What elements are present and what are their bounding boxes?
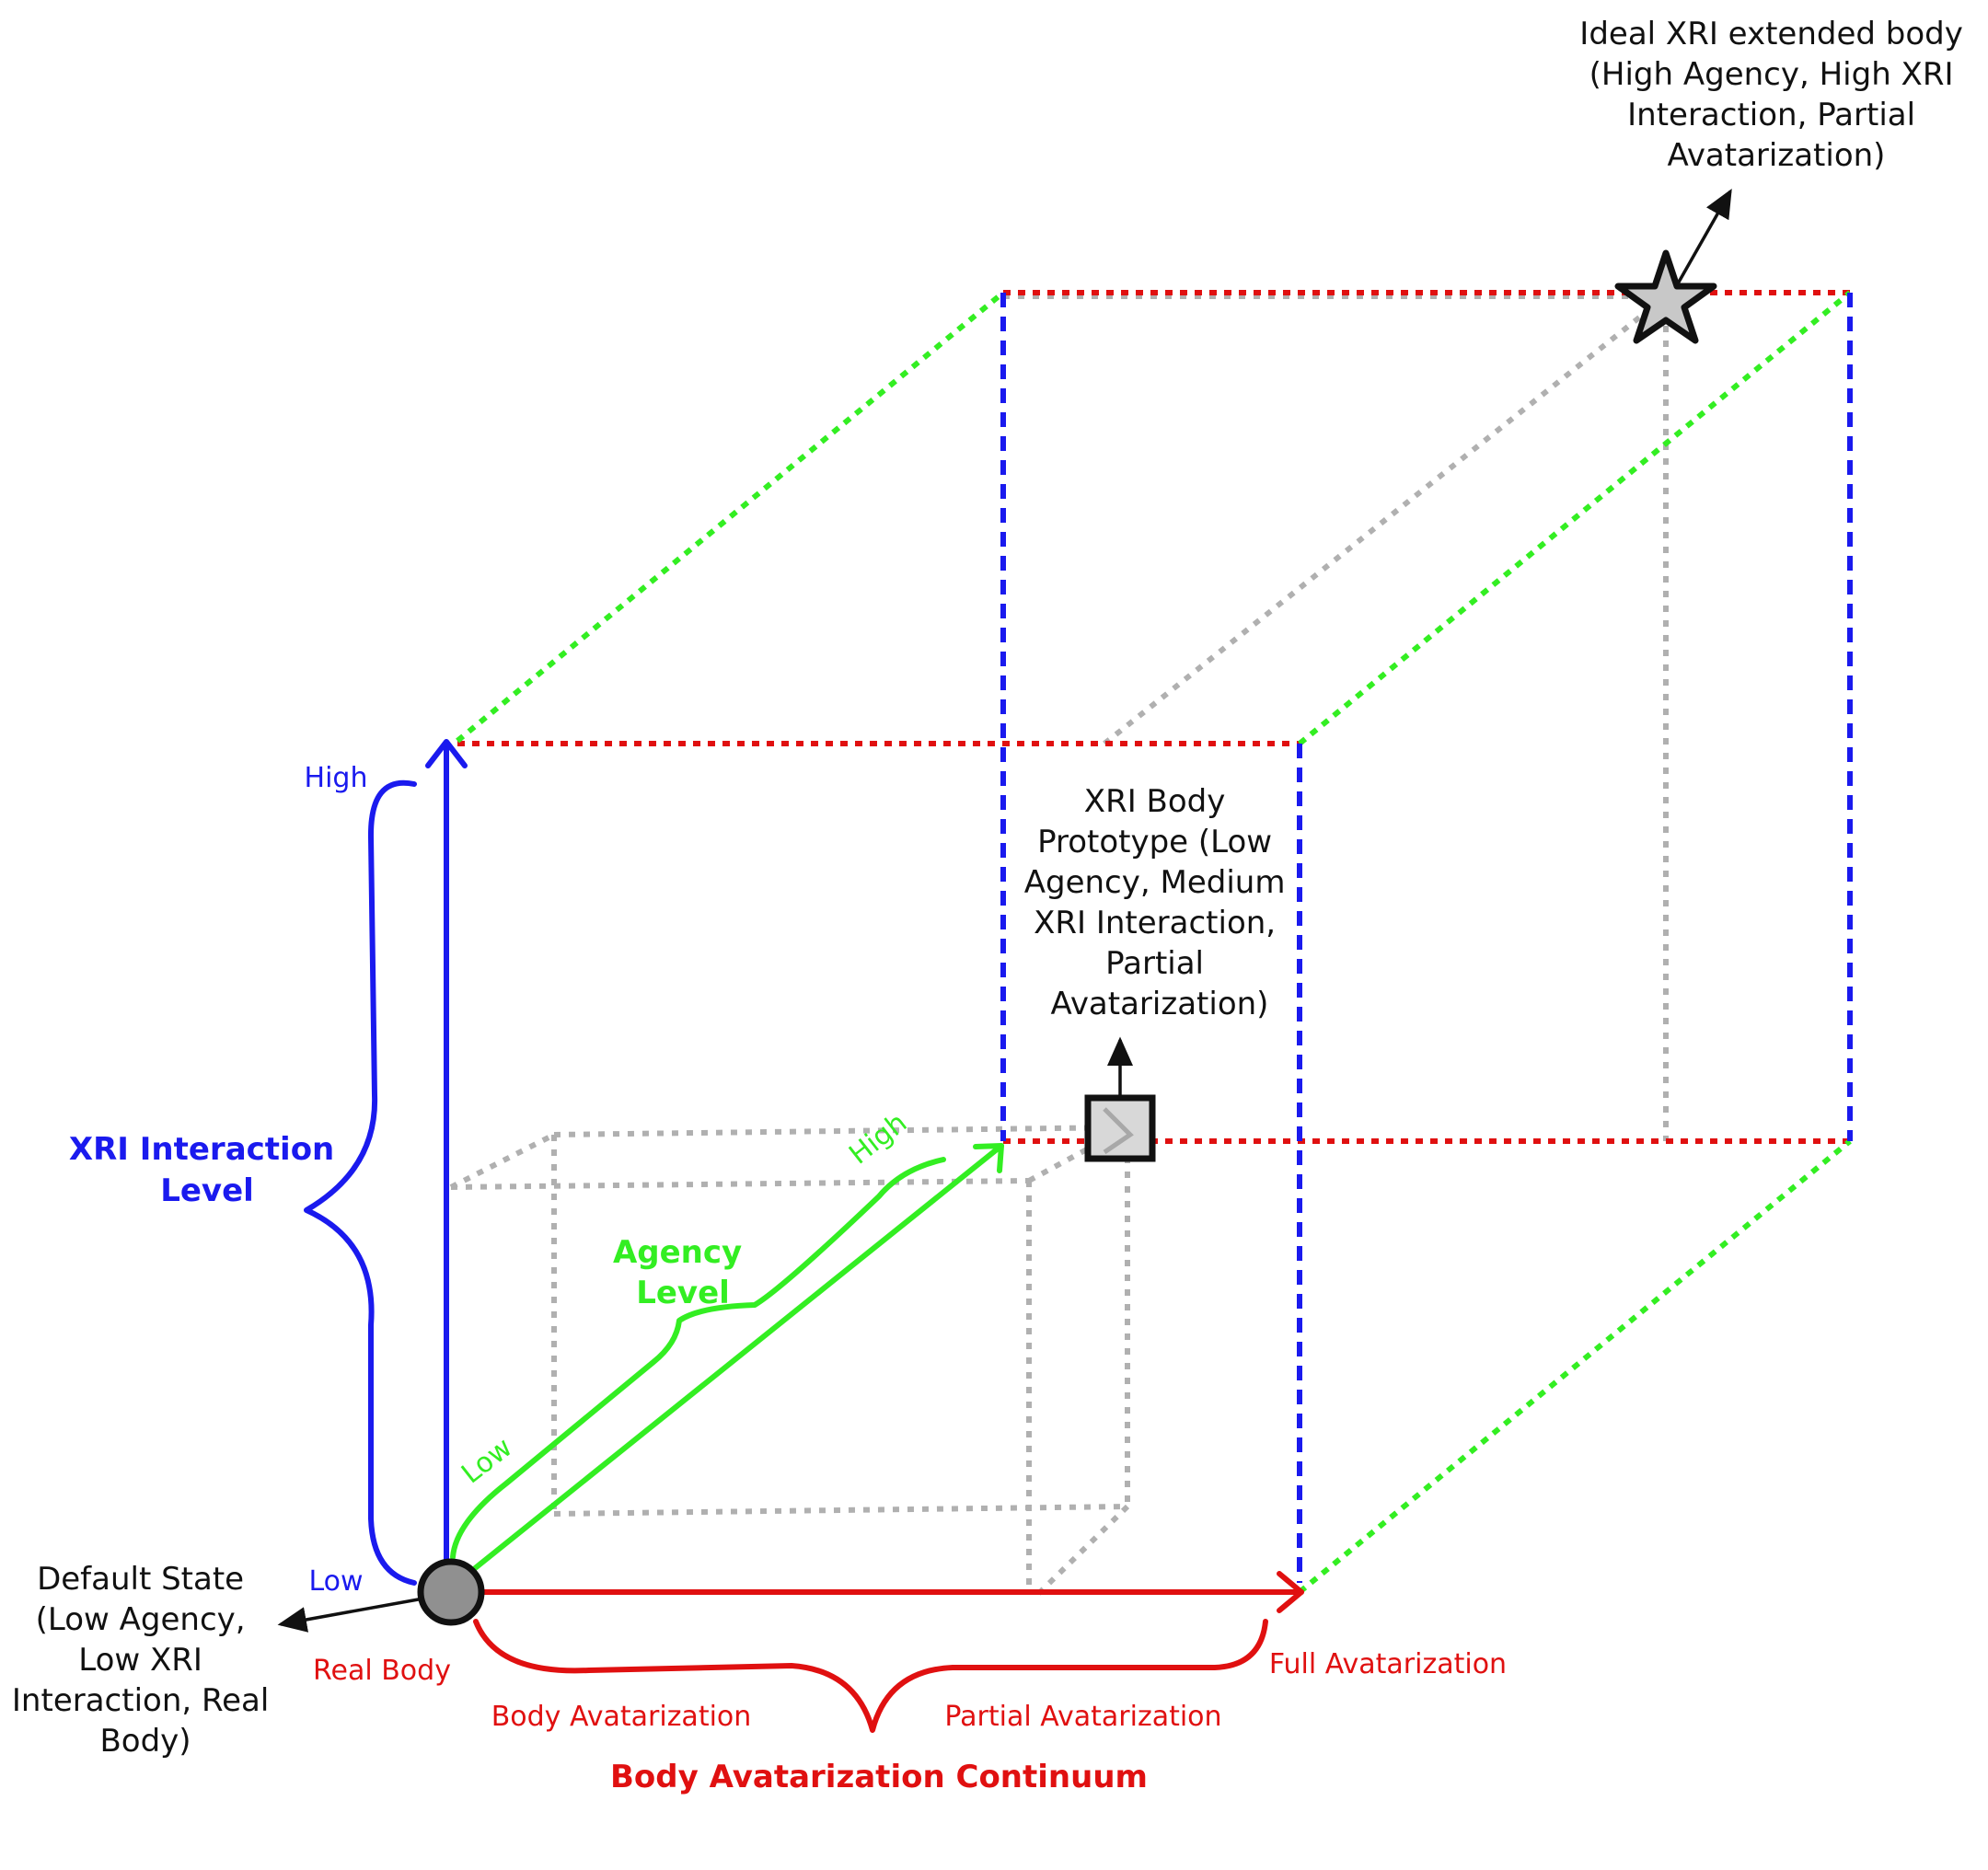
full-avatarization-label: Full Avatarization [1269, 1648, 1507, 1680]
partial-avatarization-label: Partial Avatarization [944, 1701, 1221, 1733]
xri-axis-arrow [425, 739, 468, 1595]
default-state-callout-arrow [277, 1597, 424, 1633]
ideal-body-label: Ideal XRI extended body (High Agency, Hi… [1579, 16, 1972, 174]
xri-axis-brace [304, 779, 417, 1586]
body-avatarization-label: Body Avatarization [491, 1701, 752, 1733]
real-body-label: Real Body [313, 1655, 451, 1687]
avatarization-axis-brace [473, 1619, 1268, 1733]
inner-guide-cube [449, 1125, 1130, 1599]
agency-axis-title: Agency Level [613, 1234, 753, 1311]
default-state-marker-icon [417, 1558, 485, 1626]
avatarization-axis-arrow [448, 1571, 1304, 1613]
ideal-callout-arrow [1675, 188, 1732, 286]
avatarization-axis-title: Body Avatarization Continuum [610, 1759, 1148, 1795]
agency-axis-high-label: High [843, 1106, 913, 1171]
agency-axis-brace [450, 1157, 946, 1560]
xri-axis-title: XRI Interaction Level [69, 1131, 345, 1209]
xri-axis-high-label: High [305, 762, 368, 794]
prototype-marker-icon [1084, 1094, 1156, 1162]
agency-edges [456, 290, 1852, 1595]
ideal-body-marker-icon [1614, 249, 1717, 344]
agency-axis-arrow [448, 1143, 1004, 1590]
default-state-label: Default State (Low Agency, Low XRI Inter… [12, 1561, 279, 1760]
prototype-label: XRI Body Prototype (Low Agency, Medium X… [1024, 783, 1296, 1022]
xri-edges [1000, 293, 1853, 1583]
xri-axis-low-label: Low [308, 1565, 363, 1598]
outer-guide-lines [1003, 294, 1669, 1141]
